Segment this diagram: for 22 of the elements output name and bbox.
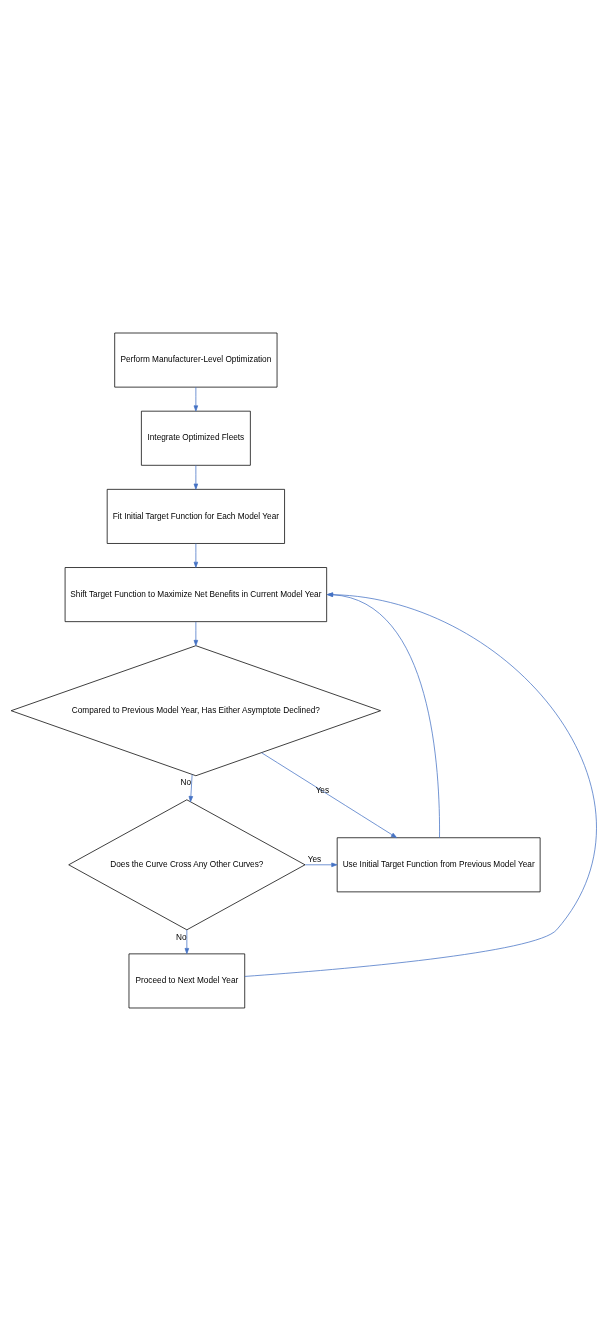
node-box: Fit Initial Target Function for Each Model Year (106, 488, 285, 544)
arrow (193, 543, 199, 568)
edge-label: Yes (307, 855, 322, 865)
node-box: Proceed to Next Model Year (128, 953, 246, 1009)
node-box: Perform Manufacturer-Level Optimization (114, 332, 278, 388)
arrow (184, 929, 190, 955)
arrow (188, 774, 194, 803)
edge-label: No (175, 932, 187, 942)
arrow (193, 621, 199, 646)
node-box: Shift Target Function to Maximize Net Benefits in Current Model Year (64, 567, 328, 622)
node-box: Use Initial Target Function from Previous Model Year (336, 837, 541, 893)
node-diamond: Does the Curve Cross Any Other Curves? (68, 799, 306, 931)
node-diamond: Compared to Previous Model Year, Has Either Asymptote Declined? (10, 645, 381, 777)
node-box: Integrate Optimized Fleets (141, 410, 251, 466)
arrow (304, 862, 338, 867)
arrow (193, 386, 199, 412)
edge-label: Yes (315, 785, 330, 795)
arrow (327, 592, 440, 839)
arrow (261, 752, 397, 838)
arrow (193, 465, 199, 490)
arrow (244, 592, 597, 977)
edge-label: No (180, 778, 191, 788)
